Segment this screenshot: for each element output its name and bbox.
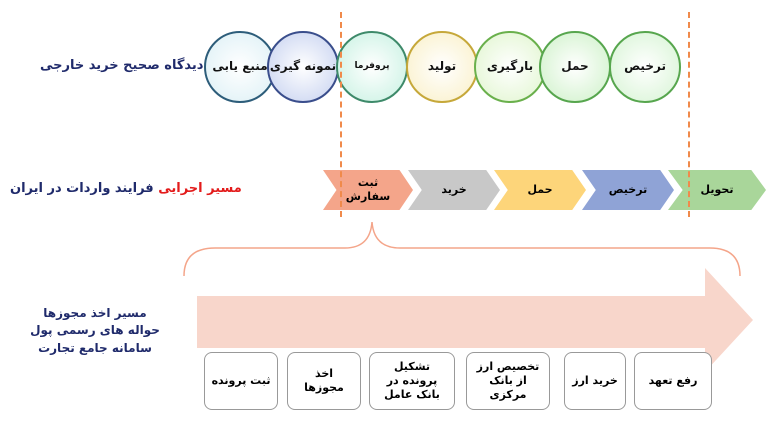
middle-title: مسیر اجرایی فرایند واردات در ایران bbox=[10, 181, 242, 196]
dashed-line-left bbox=[340, 12, 342, 217]
chevron-step: خرید bbox=[408, 170, 500, 210]
bottom-title-line: مسیر اخذ مجوزها bbox=[43, 306, 147, 320]
big-arrow bbox=[197, 268, 753, 372]
process-box: خرید ارز bbox=[564, 352, 626, 410]
bottom-title: مسیر اخذ مجوزها حواله های رسمی پول سامان… bbox=[20, 305, 170, 357]
chevron-step: تحویل bbox=[668, 170, 766, 210]
chevron-step: ترخیص bbox=[582, 170, 674, 210]
chevron-step: ثبت سفارش bbox=[323, 170, 413, 210]
middle-title-red: مسیر اجرایی bbox=[158, 181, 242, 196]
circle-step: پروفرما bbox=[336, 31, 408, 103]
bottom-title-line: حواله های رسمی پول bbox=[30, 323, 160, 338]
circle-step: ترخیص bbox=[609, 31, 681, 103]
curly-brace bbox=[183, 221, 741, 277]
circle-step: بارگیری bbox=[474, 31, 546, 103]
process-box: اخذ مجوزها bbox=[287, 352, 361, 410]
circle-step: حمل bbox=[539, 31, 611, 103]
process-box: ثبت پرونده bbox=[204, 352, 278, 410]
chevron-step: حمل bbox=[494, 170, 586, 210]
bottom-title-line: سامانه جامع تجارت bbox=[38, 340, 152, 355]
process-box: تخصیص ارز از بانک مرکزی bbox=[466, 352, 550, 410]
top-title: دیدگاه صحیح خرید خارجی bbox=[40, 58, 204, 73]
process-box: تشکیل پرونده در بانک عامل bbox=[369, 352, 455, 410]
middle-title-rest: فرایند واردات در ایران bbox=[10, 181, 154, 196]
process-box: رفع تعهد bbox=[634, 352, 712, 410]
dashed-line-right bbox=[688, 12, 690, 217]
